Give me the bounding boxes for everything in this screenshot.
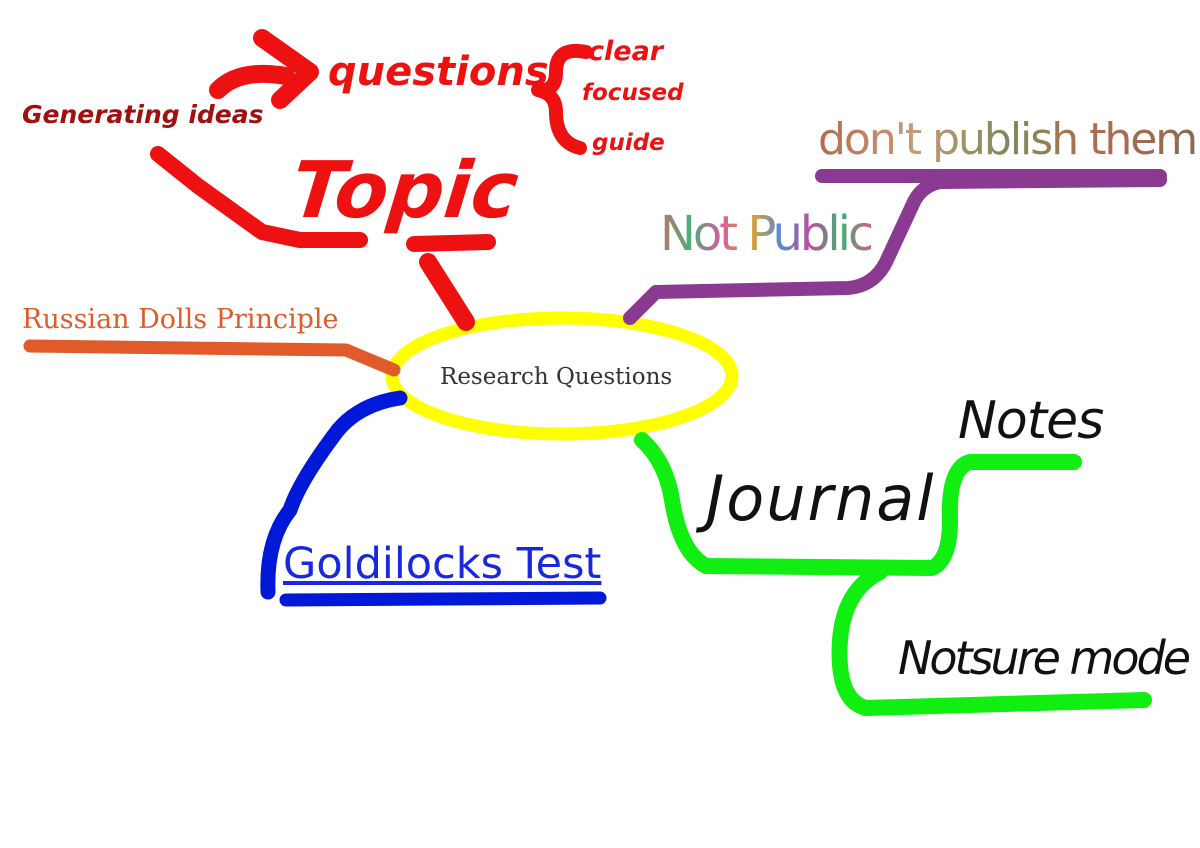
arrow-to-questions-icon [209,29,319,109]
focused-label: focused [582,80,684,106]
guide-label: guide [592,130,665,156]
not-public-label: Not Public [660,206,874,262]
clear-label: clear [588,36,664,67]
russian-dolls-branch-stroke [23,339,401,377]
notes-label: Notes [958,391,1104,451]
topic-branch-stroke [419,253,475,331]
not-public-branch-stroke [623,173,1167,325]
topic-label: Topic [287,146,523,236]
goldilocks-branch-stroke [260,390,408,600]
journal-label: Journal [706,462,936,535]
dont-publish-label: don't publish them [818,114,1198,165]
topic-underline-right [406,234,496,252]
generating-ideas-label: Generating ideas [22,100,264,129]
goldilocks-underline [279,591,607,607]
notsure-mode-label: Notsure mode [898,631,1191,685]
journal-branch-stroke [634,432,1082,576]
goldilocks-label: Goldilocks Test [283,539,602,589]
questions-label: questions [328,49,549,95]
notsure-branch-stroke [831,564,1152,716]
topic-underline-left [150,146,368,248]
center-label: Research Questions [440,364,673,390]
russian-dolls-label: Russian Dolls Principle [22,304,339,335]
brace-icon [531,44,593,155]
